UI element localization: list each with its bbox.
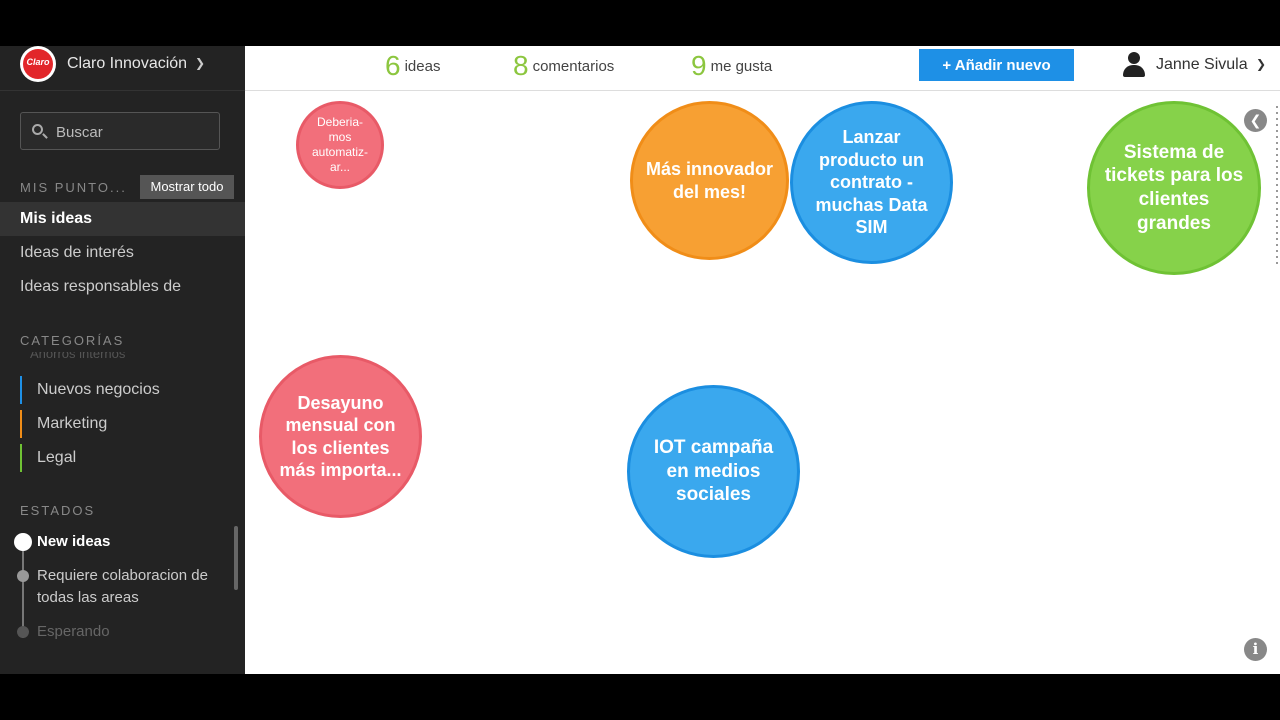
state-item-collaboration[interactable]: Requiere colaboracion de todas las areas — [37, 567, 208, 606]
chevron-down-icon[interactable]: ❯ — [195, 56, 206, 70]
state-dot-active — [14, 533, 32, 551]
idea-bubble[interactable]: Sistema de tickets para los clientes gra… — [1087, 101, 1261, 275]
section-title-my-points: MIS PUNTO... — [20, 180, 127, 195]
right-edge-handle[interactable] — [1276, 106, 1278, 266]
category-item-marketing[interactable]: Marketing — [20, 410, 220, 438]
brand-switcher[interactable]: Claro Claro Innovación ❯ — [0, 46, 245, 91]
search-box[interactable] — [20, 112, 220, 151]
app-window: Claro Claro Innovación ❯ MIS PUNTO... Mo… — [0, 46, 1280, 674]
likes-label: me gusta — [710, 57, 773, 75]
state-dot — [17, 570, 29, 582]
section-title-categories: CATEGORÍAS — [20, 333, 125, 348]
state-item-new-ideas[interactable]: New ideas — [37, 533, 111, 550]
nav-item-responsible-ideas[interactable]: Ideas responsables de — [20, 278, 181, 295]
nav-item-my-ideas[interactable]: Mis ideas — [0, 202, 245, 236]
ideas-label: ideas — [404, 57, 441, 75]
idea-bubble[interactable]: Deberia-mos automatiz-ar... — [296, 101, 384, 189]
state-dot — [17, 626, 29, 638]
comments-label: comentarios — [532, 57, 615, 75]
idea-bubble[interactable]: Desayuno mensual con los clientes más im… — [259, 355, 422, 518]
sidebar: Claro Claro Innovación ❯ MIS PUNTO... Mo… — [0, 46, 245, 674]
user-icon[interactable] — [1122, 52, 1146, 78]
user-name[interactable]: Janne Sivula — [1156, 56, 1248, 73]
add-new-button[interactable]: + Añadir nuevo — [919, 49, 1074, 81]
state-item-waiting[interactable]: Esperando — [37, 623, 110, 640]
category-item-new-business[interactable]: Nuevos negocios — [20, 376, 220, 404]
chevron-left-icon[interactable]: ❮ — [1244, 109, 1267, 132]
category-item-faded[interactable]: Ahorros internos — [30, 352, 126, 361]
state-timeline — [22, 542, 24, 638]
search-icon — [32, 124, 43, 135]
claro-logo: Claro — [20, 46, 56, 82]
comments-count: 8 — [513, 50, 529, 81]
show-all-button[interactable]: Mostrar todo — [140, 175, 234, 199]
sidebar-scrollbar[interactable] — [234, 526, 238, 590]
idea-bubble[interactable]: IOT campaña en medios sociales — [627, 385, 800, 558]
category-item-legal[interactable]: Legal — [20, 444, 220, 472]
nav-item-ideas-of-interest[interactable]: Ideas de interés — [20, 244, 134, 261]
brand-name: Claro Innovación — [67, 55, 188, 72]
idea-bubble[interactable]: Lanzar producto un contrato - muchas Dat… — [790, 101, 953, 264]
likes-count: 9 — [691, 50, 707, 81]
search-input[interactable] — [54, 113, 218, 151]
logo-text: Claro — [26, 57, 50, 67]
info-icon[interactable]: i — [1244, 638, 1267, 661]
idea-bubble[interactable]: Más innovador del mes! — [630, 101, 789, 260]
section-title-states: ESTADOS — [20, 503, 96, 518]
chevron-down-icon[interactable]: ❯ — [1256, 57, 1267, 71]
ideas-count: 6 — [385, 50, 401, 81]
